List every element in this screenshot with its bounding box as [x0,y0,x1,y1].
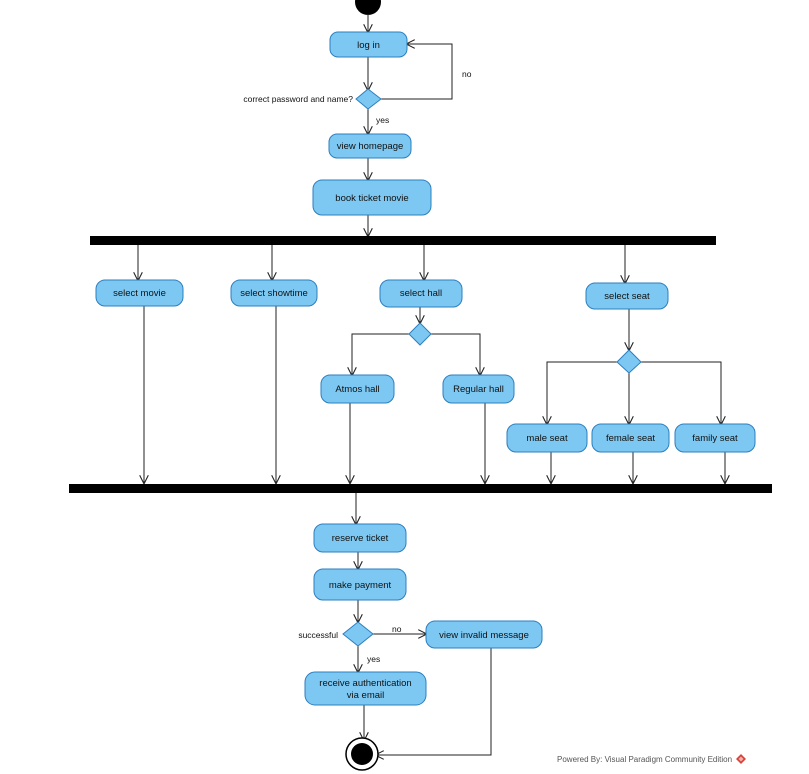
guard-login-yes: yes [376,115,389,125]
activity-select-hall: select hall [379,279,463,308]
activity-atmos-hall: Atmos hall [320,374,395,404]
footer-attribution: Powered By: Visual Paradigm Community Ed… [557,752,747,766]
final-node [345,737,379,771]
activity-select-showtime: select showtime [230,279,318,307]
activity-reserve-ticket-label: reserve ticket [332,533,389,544]
footer-text: Powered By: Visual Paradigm Community Ed… [557,754,733,764]
edge-login-no-loop [381,44,453,100]
activity-login: log in [329,31,408,58]
activity-view-invalid-message-label: view invalid message [439,630,529,641]
edge-invalid-end [376,648,492,755]
activity-family-seat-label: family seat [692,433,738,444]
activity-select-seat: select seat [585,282,669,310]
hall-decision [408,322,432,346]
activity-regular-hall: Regular hall [442,374,515,404]
activity-view-homepage-label: view homepage [337,141,404,152]
payment-decision [342,621,374,647]
activity-select-movie-label: select movie [113,288,166,299]
activity-login-label: log in [357,40,380,51]
guard-payment-question: successful [298,630,338,640]
activity-make-payment-label: make payment [329,580,392,591]
edge-hall-regular [431,333,480,375]
activity-reserve-ticket: reserve ticket [313,523,407,553]
guard-payment-yes: yes [367,654,380,664]
activity-receive-authentication: receive authentication via email [304,671,427,706]
activity-view-invalid-message: view invalid message [425,620,543,649]
edges [138,14,725,755]
activity-female-seat: female seat [591,423,670,453]
guard-login-question: correct password and name? [243,94,353,104]
seat-decision [616,349,642,374]
activity-male-seat-label: male seat [526,433,568,444]
activity-select-seat-label: select seat [604,291,650,302]
activity-male-seat: male seat [506,423,588,453]
login-decision [355,88,382,110]
activity-make-payment: make payment [313,568,407,601]
edge-seat-male [547,361,617,424]
visual-paradigm-logo-icon [736,754,747,764]
join-bar [69,484,772,493]
activity-select-movie: select movie [95,279,184,307]
activity-select-hall-label: select hall [400,288,442,299]
guard-payment-no: no [392,624,402,634]
initial-node [355,0,381,15]
edge-hall-atmos [352,333,409,375]
activity-regular-hall-label: Regular hall [453,384,504,395]
guard-login-no: no [462,69,472,79]
activity-receive-authentication-label-2: via email [347,690,385,701]
activity-select-showtime-label: select showtime [240,288,308,299]
activity-receive-authentication-label-1: receive authentication [319,678,411,689]
activity-book-ticket-label: book ticket movie [335,193,408,204]
activity-book-ticket: book ticket movie [312,179,432,216]
activity-view-homepage: view homepage [328,133,412,159]
activity-female-seat-label: female seat [606,433,655,444]
activity-atmos-hall-label: Atmos hall [335,384,379,395]
fork-bar [90,236,716,245]
activity-family-seat: family seat [674,423,756,453]
edge-seat-family [641,361,721,424]
